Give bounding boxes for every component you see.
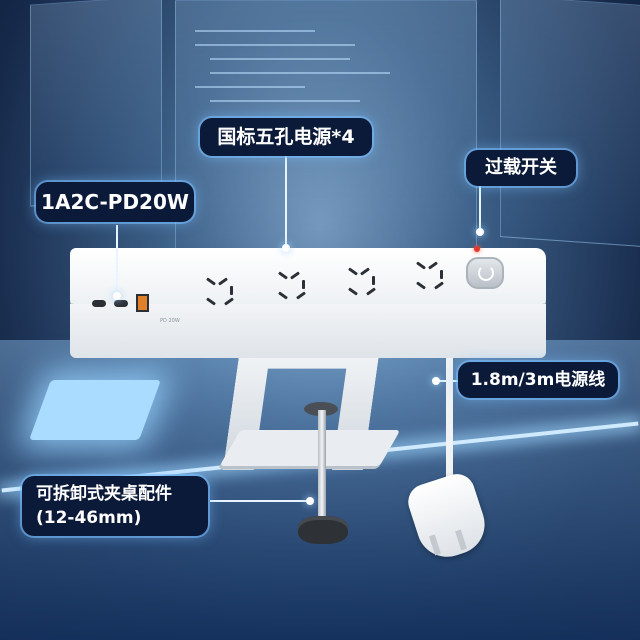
leader-dot-cable [432,377,440,385]
screw-rod [318,410,326,522]
outlet [340,266,386,310]
outlet [198,276,244,320]
label-overload-switch: 过载开关 [466,150,576,186]
leader-dot-switch [476,228,484,236]
leader-dot-usb [113,292,121,300]
leader-dot-clamp [306,497,314,505]
power-icon [478,265,494,281]
leader-line-clamp [210,500,310,502]
screw-knob-top [304,402,338,416]
usb-c-port [114,300,128,307]
label-usb-ports: 1A2C-PD20W [36,182,194,222]
label-overload-switch-text: 过载开关 [485,157,557,178]
outlet [408,260,454,304]
label-clamp-line1: 可拆卸式夹桌配件 [36,484,172,504]
label-usb-ports-text: 1A2C-PD20W [41,190,189,214]
bg-code-line [210,72,390,74]
usb-c-port [92,300,106,307]
overload-indicator-light [474,246,480,252]
leader-line-outlets [285,156,287,246]
leader-line-usb [116,225,118,295]
label-cable-length-text: 1.8m/3m电源线 [470,370,606,390]
outlet [270,270,316,314]
leader-line-switch-v [479,185,481,230]
bg-screen-left [30,0,162,207]
bg-code-line [195,30,315,32]
chip-glow [29,380,161,440]
clamp-plate [219,430,401,466]
leader-dot-outlets [282,244,290,252]
usb-a-port [136,294,149,312]
leader-line-cable [436,380,458,382]
label-outlets: 国标五孔电源*4 [200,118,372,156]
bg-code-line [210,100,360,102]
overload-switch-button[interactable] [466,257,504,289]
label-clamp-line2: (12-46mm) [36,508,142,528]
star-knob [298,516,348,544]
label-cable-length: 1.8m/3m电源线 [458,362,618,398]
label-outlets-text: 国标五孔电源*4 [217,126,355,148]
power-strip-front [70,304,546,358]
pd-mark: PD 20W [160,318,180,324]
label-clamp: 可拆卸式夹桌配件 (12-46mm) [22,476,208,536]
bg-screen-right [500,0,640,247]
bg-code-line [210,58,350,60]
bg-code-line [195,86,305,88]
bg-code-line [195,44,355,46]
